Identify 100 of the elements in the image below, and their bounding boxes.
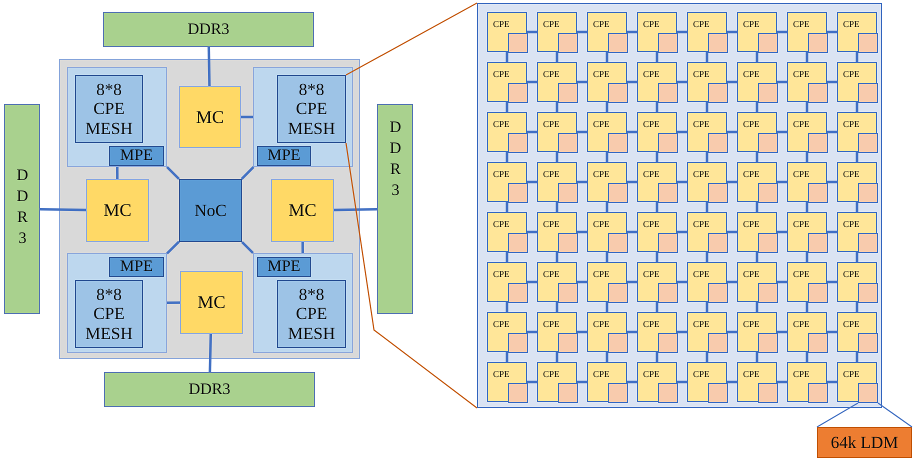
node-label: 8*8 CPE MESH bbox=[286, 285, 336, 343]
node-label: CPE bbox=[843, 219, 860, 230]
connector-line bbox=[606, 202, 608, 212]
node-label: CPE bbox=[493, 369, 510, 380]
node-label: CPE bbox=[793, 369, 810, 380]
connector-line bbox=[656, 152, 658, 162]
memory-block bbox=[858, 83, 878, 103]
node-label: CPE bbox=[693, 169, 710, 180]
node-label: CPE bbox=[693, 369, 710, 380]
connector-line bbox=[627, 380, 637, 384]
mpe-box bbox=[257, 257, 311, 277]
node-label: CPE bbox=[493, 319, 510, 330]
core-box bbox=[737, 162, 777, 202]
node-label: NoC bbox=[194, 200, 227, 220]
memory-block bbox=[858, 33, 878, 53]
memory-block bbox=[858, 333, 878, 353]
connector-line bbox=[240, 166, 254, 180]
connector-line bbox=[827, 130, 837, 134]
core-box bbox=[537, 262, 577, 302]
leader-line bbox=[878, 402, 912, 428]
core-box bbox=[787, 212, 827, 252]
connector-line bbox=[506, 102, 508, 112]
connector-line bbox=[856, 302, 858, 312]
core-box bbox=[487, 262, 527, 302]
core-box bbox=[687, 112, 727, 152]
connector-line bbox=[556, 102, 558, 112]
connector-line bbox=[577, 330, 587, 334]
node-label: CPE bbox=[643, 119, 660, 130]
connector-line bbox=[656, 302, 658, 312]
node-label: CPE bbox=[643, 69, 660, 80]
node-label: CPE bbox=[693, 69, 710, 80]
node-label: CPE bbox=[693, 119, 710, 130]
memory-block bbox=[808, 283, 828, 303]
memory-block bbox=[508, 33, 528, 53]
node-label: CPE bbox=[493, 69, 510, 80]
connector-line bbox=[506, 202, 508, 212]
core-box bbox=[637, 262, 677, 302]
node-label: 64k LDM bbox=[830, 432, 898, 452]
node-label: CPE bbox=[593, 69, 610, 80]
connector-line bbox=[656, 102, 658, 112]
connector-line bbox=[856, 252, 858, 262]
connector-line bbox=[706, 252, 708, 262]
connector-line bbox=[756, 252, 758, 262]
connector-line bbox=[606, 352, 608, 362]
connector-line bbox=[756, 52, 758, 62]
controller-box bbox=[180, 271, 243, 334]
node-label: CPE bbox=[593, 169, 610, 180]
connector-line bbox=[606, 102, 608, 112]
memory-block bbox=[808, 383, 828, 403]
core-box bbox=[687, 212, 727, 252]
core-box bbox=[737, 212, 777, 252]
node-label: MC bbox=[288, 200, 316, 221]
core-box bbox=[837, 362, 877, 402]
connector-line bbox=[856, 102, 858, 112]
connector-line bbox=[208, 334, 212, 372]
connector-line bbox=[827, 330, 837, 334]
node-label: CPE bbox=[543, 169, 560, 180]
memory-module-box bbox=[104, 372, 315, 407]
connector-line bbox=[756, 102, 758, 112]
core-box bbox=[487, 162, 527, 202]
cpe-mesh-box bbox=[75, 75, 143, 143]
core-box bbox=[737, 62, 777, 102]
connector-line bbox=[527, 330, 537, 334]
node-label: CPE bbox=[743, 219, 760, 230]
connector-line bbox=[506, 352, 508, 362]
node-label: MC bbox=[197, 292, 226, 313]
core-box bbox=[537, 162, 577, 202]
connector-line bbox=[756, 302, 758, 312]
mpe-box bbox=[109, 257, 164, 277]
connector-line bbox=[777, 280, 787, 284]
core-box bbox=[637, 312, 677, 352]
node-label: MC bbox=[103, 200, 132, 221]
node-label: CPE bbox=[793, 69, 810, 80]
core-box bbox=[487, 212, 527, 252]
core-box bbox=[537, 62, 577, 102]
core-box bbox=[637, 112, 677, 152]
controller-box bbox=[179, 86, 241, 148]
connector-line bbox=[241, 116, 253, 118]
memory-block bbox=[808, 333, 828, 353]
node-label: CPE bbox=[543, 219, 560, 230]
mesh-panel bbox=[477, 3, 882, 408]
node-label: 8*8 CPE MESH bbox=[84, 285, 134, 343]
connector-line bbox=[827, 230, 837, 234]
core-box bbox=[587, 362, 627, 402]
connector-line bbox=[677, 230, 687, 234]
memory-block bbox=[608, 83, 628, 103]
connector-line bbox=[856, 352, 858, 362]
node-label: CPE bbox=[793, 19, 810, 30]
connector-line bbox=[556, 152, 558, 162]
core-group-panel bbox=[67, 67, 167, 167]
memory-block bbox=[708, 133, 728, 153]
connector-line bbox=[627, 180, 637, 184]
mpe-box bbox=[109, 146, 164, 166]
node-label: CPE bbox=[843, 169, 860, 180]
node-label: CPE bbox=[593, 319, 610, 330]
node-label: CPE bbox=[543, 269, 560, 280]
connector-line bbox=[677, 30, 687, 34]
connector-line bbox=[706, 52, 708, 62]
node-label: CPE bbox=[593, 269, 610, 280]
connector-line bbox=[527, 80, 537, 84]
